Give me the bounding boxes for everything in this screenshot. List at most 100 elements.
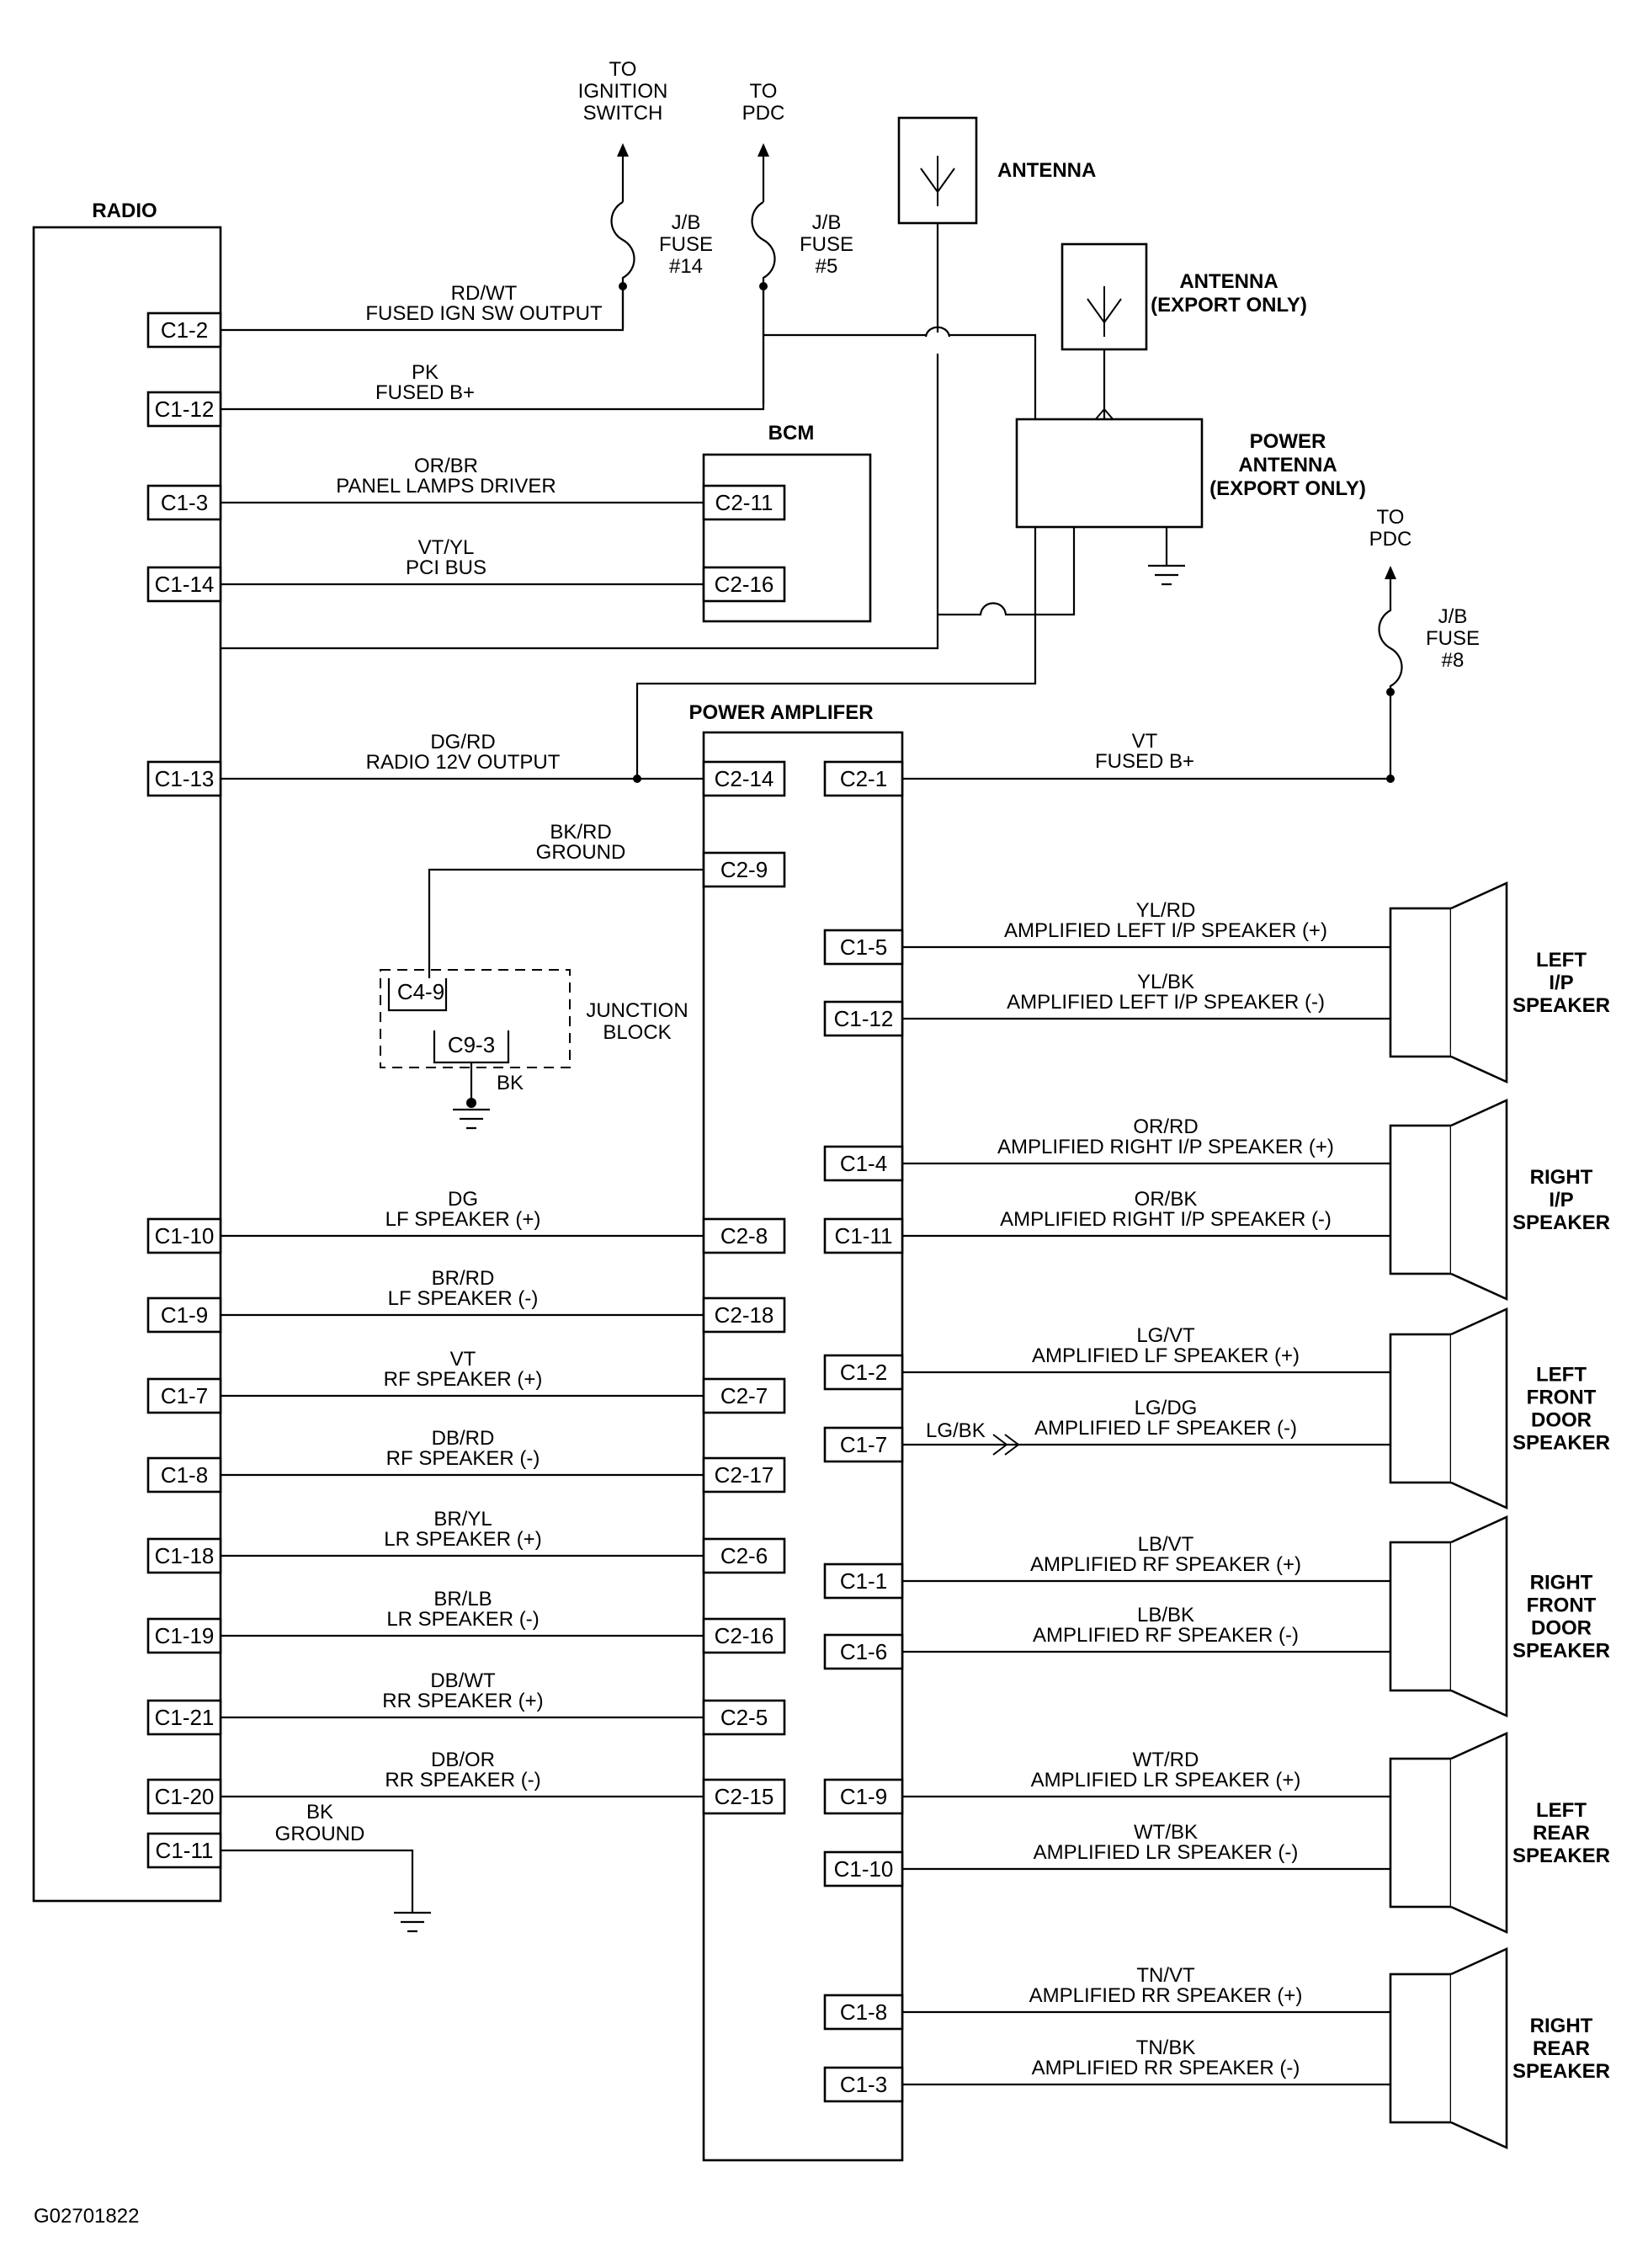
radio-pin-c1-11: C1-11 [156, 1838, 214, 1863]
radio-pin-c1-8-box [146, 1456, 222, 1493]
amp-pin-c1-9: C1-9 [840, 1784, 887, 1809]
junction-block-label: JUNCTION BLOCK [586, 999, 688, 1044]
amp-pin-c1-10: C1-10 [834, 1856, 894, 1882]
lf-splice-color: LG/BK [926, 1419, 986, 1442]
bcm-pin-c2-16-box [702, 566, 786, 603]
svg-text:#5: #5 [816, 255, 838, 278]
amp-pin-c2-17-box [702, 1456, 786, 1493]
radio-pin-c1-18: C1-18 [155, 1543, 215, 1568]
speaker-cone-icon [1450, 1307, 1508, 1510]
radio-pin-c1-12: C1-12 [155, 397, 215, 422]
amp-pin-c1-6: C1-6 [840, 1639, 887, 1664]
speaker-magnet [1389, 1333, 1453, 1484]
wire-color-label: VT/YL [418, 536, 475, 559]
pdc-right-label: TO PDC [1369, 506, 1412, 551]
amp-pin-c2-8: C2-8 [720, 1223, 768, 1248]
amplified-wire-color: TN/BK [1136, 2036, 1196, 2059]
amp-pin-c2-1-box [823, 760, 904, 797]
wire-color-label: DG/RD [430, 731, 495, 753]
amp-pin-c1-3: C1-3 [840, 2072, 887, 2097]
radio-pin-c1-13: C1-13 [155, 766, 215, 791]
junction-block-c4-9-socket [387, 978, 448, 1012]
radio-pin-c1-7: C1-7 [161, 1383, 208, 1408]
radio-pin-group: C1-2C1-12C1-3C1-14C1-13C1-10C1-9C1-7C1-8… [146, 311, 222, 1869]
speaker-wire-desc: RR SPEAKER (-) [385, 1769, 540, 1792]
svg-text:TO: TO [609, 58, 637, 81]
amp-pin-c1-5: C1-5 [840, 934, 887, 960]
amp-pin-c2-6-box [702, 1537, 786, 1574]
amplifier-title: POWER AMPLIFER [688, 701, 873, 724]
amp-pin-c2-14-box [702, 760, 786, 797]
radio-pin-c1-14: C1-14 [155, 572, 215, 597]
speaker-label: RIGHT [1530, 1166, 1593, 1189]
amplified-wire-desc: AMPLIFIED RIGHT I/P SPEAKER (+) [997, 1136, 1334, 1158]
speaker-wire-color: DB/OR [431, 1749, 495, 1771]
speaker-label: DOOR [1531, 1409, 1592, 1432]
speaker-magnet [1389, 907, 1453, 1058]
antenna-crossover-1 [924, 326, 951, 338]
radio-pin-c1-2: C1-2 [161, 317, 208, 343]
svg-text:PDC: PDC [1369, 528, 1412, 551]
amp-pin-c2-18: C2-18 [715, 1302, 774, 1328]
radio-pin-c1-18-box [146, 1537, 222, 1574]
speaker-magnet [1389, 1124, 1453, 1275]
vt-fused-label: VT FUSED B+ [1095, 730, 1194, 773]
svg-text:BK: BK [306, 1801, 333, 1823]
amp-pin-c2-18-box [702, 1296, 786, 1334]
wire-color-label: OR/BR [414, 455, 478, 477]
speaker-label: RIGHT [1530, 2015, 1593, 2037]
svg-text:JUNCTION: JUNCTION [586, 999, 688, 1022]
svg-text:J/B: J/B [812, 211, 842, 234]
lf-splice-connector-icon [992, 1434, 1020, 1456]
amp-ground-label: BK/RD GROUND [536, 821, 626, 864]
wire-desc-label: PANEL LAMPS DRIVER [336, 475, 556, 498]
speaker-wire-color: DB/RD [432, 1427, 495, 1450]
wire-desc-label: RADIO 12V OUTPUT [366, 751, 561, 774]
radio-pin-c1-13-box [146, 760, 222, 797]
bcm-pin-c2-16: C2-16 [715, 572, 774, 597]
fuse-5-label: J/B FUSE #5 [800, 211, 853, 278]
speaker-wire-color: VT [450, 1348, 476, 1371]
amp-pin-c1-1: C1-1 [840, 1568, 887, 1594]
speaker-cone-icon [1450, 1515, 1508, 1718]
speaker-label: FRONT [1527, 1387, 1597, 1409]
amp-pin-c1-11-box [823, 1217, 904, 1254]
amp-pin-c1-9-box [823, 1778, 904, 1815]
junction-block-outline [380, 969, 571, 1068]
svg-text:FUSE: FUSE [800, 233, 853, 256]
amp-pin-c2-17: C2-17 [715, 1462, 774, 1488]
antenna-label: ANTENNA [997, 159, 1096, 182]
amp-pin-c1-8: C1-8 [840, 1999, 887, 2025]
speaker-magnet [1389, 1757, 1453, 1909]
speaker-wire-desc: LR SPEAKER (+) [384, 1528, 541, 1551]
radio-ground-icon [394, 1911, 431, 1933]
amplified-wire-desc: AMPLIFIED RF SPEAKER (-) [1033, 1624, 1299, 1647]
wire-fused-b-plus-branch [763, 333, 1037, 419]
amp-pin-c2-9: C2-9 [720, 857, 768, 882]
svg-text:FUSE: FUSE [659, 233, 713, 256]
svg-text:SWITCH: SWITCH [583, 102, 663, 125]
amplified-wire-color: WT/RD [1133, 1749, 1199, 1771]
radio-ground-label: BK GROUND [275, 1801, 365, 1845]
figure-id: G02701822 [34, 2205, 139, 2228]
wire-amp-ground [428, 868, 704, 978]
svg-text:BK/RD: BK/RD [550, 821, 611, 844]
svg-text:(EXPORT ONLY): (EXPORT ONLY) [1209, 477, 1366, 500]
wire-desc-label: FUSED B+ [375, 381, 475, 404]
speaker-cone-icon [1450, 881, 1508, 1084]
junction-ground-color: BK [497, 1072, 524, 1094]
junction-pin-c4-9: C4-9 [397, 979, 444, 1004]
amp-pin-c2-9-box [702, 851, 786, 888]
radio-pin-c1-10: C1-10 [155, 1223, 215, 1248]
svg-text:POWER: POWER [1250, 430, 1326, 453]
svg-text:IGNITION: IGNITION [578, 80, 668, 103]
fuse-14-symbol [610, 201, 635, 328]
amplified-wire-desc: AMPLIFIED RIGHT I/P SPEAKER (-) [1000, 1208, 1332, 1231]
speaker-wire-color: BR/RD [432, 1267, 495, 1290]
speaker-cone-icon [1450, 1946, 1508, 2150]
speaker-label: RIGHT [1530, 1572, 1593, 1595]
